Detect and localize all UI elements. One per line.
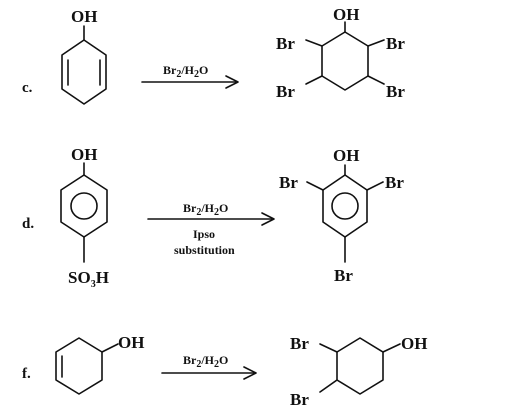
- product-d-br-2: Br: [385, 173, 404, 192]
- product-d-tribromophenol: [306, 164, 384, 263]
- product-f-br-1: Br: [290, 334, 309, 353]
- product-c-br-3: Br: [276, 82, 295, 101]
- product-f-br-2: Br: [290, 390, 309, 409]
- label-d: d.: [22, 216, 34, 232]
- product-f-dibromocyclohexanol: [319, 337, 401, 395]
- reactant-c-cyclohexadienol: [61, 25, 107, 105]
- reactant-f-cyclohexenol: [55, 337, 119, 395]
- label-f: f.: [22, 366, 31, 382]
- reaction-arrow-c: [141, 75, 239, 89]
- reagent-d: Br2/H2O: [183, 201, 228, 218]
- product-c-br-2: Br: [386, 34, 405, 53]
- label-c: c.: [22, 80, 33, 96]
- reagent-c: Br2/H2O: [163, 63, 208, 80]
- product-c-br-1: Br: [276, 34, 295, 53]
- condition-d-ipso: Ipso: [193, 227, 215, 241]
- reactant-c-oh: OH: [71, 7, 97, 26]
- condition-d-substitution: substitution: [174, 243, 235, 257]
- reactant-f-oh: OH: [118, 333, 144, 352]
- product-f-oh: OH: [401, 334, 427, 353]
- product-c-tetrabromocyclohexanol: [305, 21, 385, 91]
- reactant-d-oh: OH: [71, 145, 97, 164]
- product-d-oh: OH: [333, 146, 359, 165]
- reaction-arrow-f: [161, 366, 257, 380]
- product-d-br-3: Br: [334, 266, 353, 285]
- product-d-br-1: Br: [279, 173, 298, 192]
- reaction-arrow-d: [147, 212, 275, 226]
- product-c-br-4: Br: [386, 82, 405, 101]
- product-c-oh: OH: [333, 5, 359, 24]
- reactant-d-so3h: SO3H: [68, 268, 109, 290]
- reactant-d-phenolsulfonic-acid: [60, 162, 108, 263]
- reagent-f: Br2/H2O: [183, 353, 228, 370]
